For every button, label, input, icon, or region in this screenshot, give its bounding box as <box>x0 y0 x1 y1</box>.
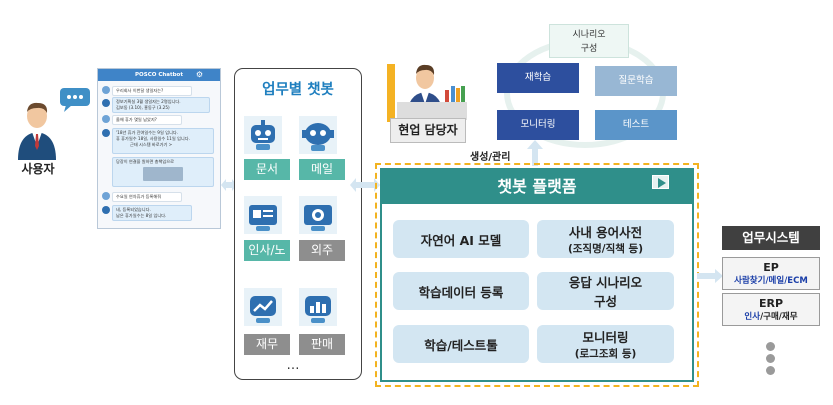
systems-title: 업무시스템 <box>722 226 820 250</box>
finance-robot-icon <box>244 288 282 326</box>
chatbot-header: POSCO Chatbot ⚙ <box>98 69 220 81</box>
more-ellipsis: … <box>286 358 300 373</box>
chat-bubble-icon <box>60 88 90 112</box>
field-staff-icon <box>387 64 467 122</box>
chat-message: 수요일 연차휴가 등록해줘 <box>112 192 182 202</box>
scenario-line2: 구성 <box>580 44 598 54</box>
chat-line: 휴 휴가일수 18일, 사용일수 11일 입니다. <box>116 136 190 141</box>
scenario-line1: 시나리오 <box>572 30 606 40</box>
outsourcing-robot-icon <box>299 196 337 234</box>
platform-cell-main: 학습데이터 등록 <box>418 284 504 300</box>
up-arrow-icon <box>527 140 543 166</box>
platform-cell-scenario: 응답 시나리오 구성 <box>537 272 674 310</box>
chat-line: 정보기획실 3월 생일자는 2명입니다. <box>116 99 181 104</box>
platform-cell-nlp: 자연어 AI 모델 <box>393 220 529 258</box>
tag-finance[interactable]: 재무 <box>244 334 290 355</box>
tag-hr[interactable]: 인사/노무 <box>244 240 290 278</box>
system-name: ERP <box>758 297 784 310</box>
chat-line: 네, 등록되었습니다. <box>116 207 151 212</box>
document-robot-icon <box>244 116 282 154</box>
user-icon <box>18 102 56 160</box>
more-dot <box>766 354 775 363</box>
chat-line: '18년 휴가 잔여일수는 9일 입니다. <box>116 130 179 135</box>
tag-sales[interactable]: 판매 <box>299 334 345 355</box>
system-ep[interactable]: EP 사람찾기/메일/ECM <box>722 257 820 290</box>
platform-cell-glossary: 사내 용어사전 (조직명/직책 등) <box>537 220 674 258</box>
gear-icon[interactable]: ⚙ <box>195 70 203 79</box>
more-dot <box>766 342 775 351</box>
platform-cell-main: 구성 <box>593 294 617 309</box>
test-box[interactable]: 테스트 <box>595 110 677 140</box>
monitoring-box[interactable]: 모니터링 <box>497 110 579 140</box>
relearn-box[interactable]: 재학습 <box>497 63 579 93</box>
mail-robot-icon <box>299 116 337 154</box>
chat-card: 당장이 연결을 원하면 총책임으로 <box>112 157 214 187</box>
chat-link[interactable]: 근태 시스템 바로가기 > <box>130 142 173 147</box>
platform-cell-main: 모니터링 <box>582 330 629 345</box>
avatar <box>102 192 110 200</box>
field-staff-label: 현업 담당자 <box>390 118 466 143</box>
chat-message: 정보기획실 3월 생일자는 2명입니다. 김보동 (3.10), 홍동구 (3.… <box>112 97 210 113</box>
user-label: 사용자 <box>21 162 55 176</box>
chat-message: 올해 휴가 몇일 남았지? <box>112 115 182 125</box>
platform-cell-monitoring: 모니터링 (로그조회 등) <box>537 325 674 363</box>
chatbot-window[interactable]: POSCO Chatbot ⚙ 우리회사 이번달 생일자는? 정보기획실 3월 … <box>97 68 221 229</box>
tag-outsourcing[interactable]: 외주 <box>299 240 345 261</box>
bot-avatar <box>102 129 110 137</box>
chat-line: 남은 휴가일수는 8일 입니다. <box>116 213 167 218</box>
platform-cell-test-tool: 학습/테스트툴 <box>393 325 529 363</box>
bot-avatar <box>102 206 110 214</box>
platform-cell-main: 자연어 AI 모델 <box>420 232 502 248</box>
scenario-box[interactable]: 시나리오 구성 <box>549 24 629 58</box>
avatar <box>102 86 110 94</box>
tag-document[interactable]: 문서 <box>244 159 290 180</box>
system-erp[interactable]: ERP 인사/구매/재무 <box>722 293 820 326</box>
platform-cell-main: 사내 용어사전 <box>568 225 643 240</box>
id-card-image <box>143 167 183 181</box>
tag-mail[interactable]: 메일 <box>299 159 345 180</box>
chat-message: 우리회사 이번달 생일자는? <box>112 86 192 96</box>
double-arrow-icon <box>350 178 380 192</box>
chatbot-title: POSCO Chatbot <box>135 72 183 78</box>
chat-message: '18년 휴가 잔여일수는 9일 입니다. 휴 휴가일수 18일, 사용일수 1… <box>112 128 214 154</box>
sales-robot-icon <box>299 288 337 326</box>
business-bots-title: 업무별 챗봇 <box>262 82 334 98</box>
double-arrow-icon <box>221 179 237 191</box>
platform-cell-main: 학습/테스트툴 <box>424 337 498 353</box>
manage-label: 생성/관리 <box>470 152 511 163</box>
avatar <box>102 115 110 123</box>
system-desc-hr: 인사 <box>744 312 761 322</box>
hr-robot-icon <box>244 196 282 234</box>
bot-avatar <box>102 99 110 107</box>
chat-message: 네, 등록되었습니다. 남은 휴가일수는 8일 입니다. <box>112 205 192 221</box>
more-dot <box>766 366 775 375</box>
system-desc: 사람찾기/메일/ECM <box>734 276 808 286</box>
system-desc-rest: /구매/재무 <box>760 312 798 322</box>
system-name: EP <box>763 261 779 274</box>
system-desc: 인사/구매/재무 <box>723 311 819 323</box>
chat-line: 당장이 연결을 원하면 총책임으로 <box>116 159 174 164</box>
play-icon[interactable] <box>652 175 669 189</box>
question-learning-box[interactable]: 질문학습 <box>595 66 677 96</box>
platform-cell-training-data: 학습데이터 등록 <box>393 272 529 310</box>
right-arrow-icon <box>697 269 723 283</box>
chat-line: 김보동 (3.10), 홍동구 (3.25) <box>116 105 170 110</box>
platform-cell-main: 응답 시나리오 <box>568 275 643 290</box>
platform-cell-sub: (조직명/직책 등) <box>567 243 644 255</box>
platform-cell-sub: (로그조회 등) <box>574 348 637 360</box>
platform-title: 챗봇 플랫폼 <box>382 170 692 204</box>
